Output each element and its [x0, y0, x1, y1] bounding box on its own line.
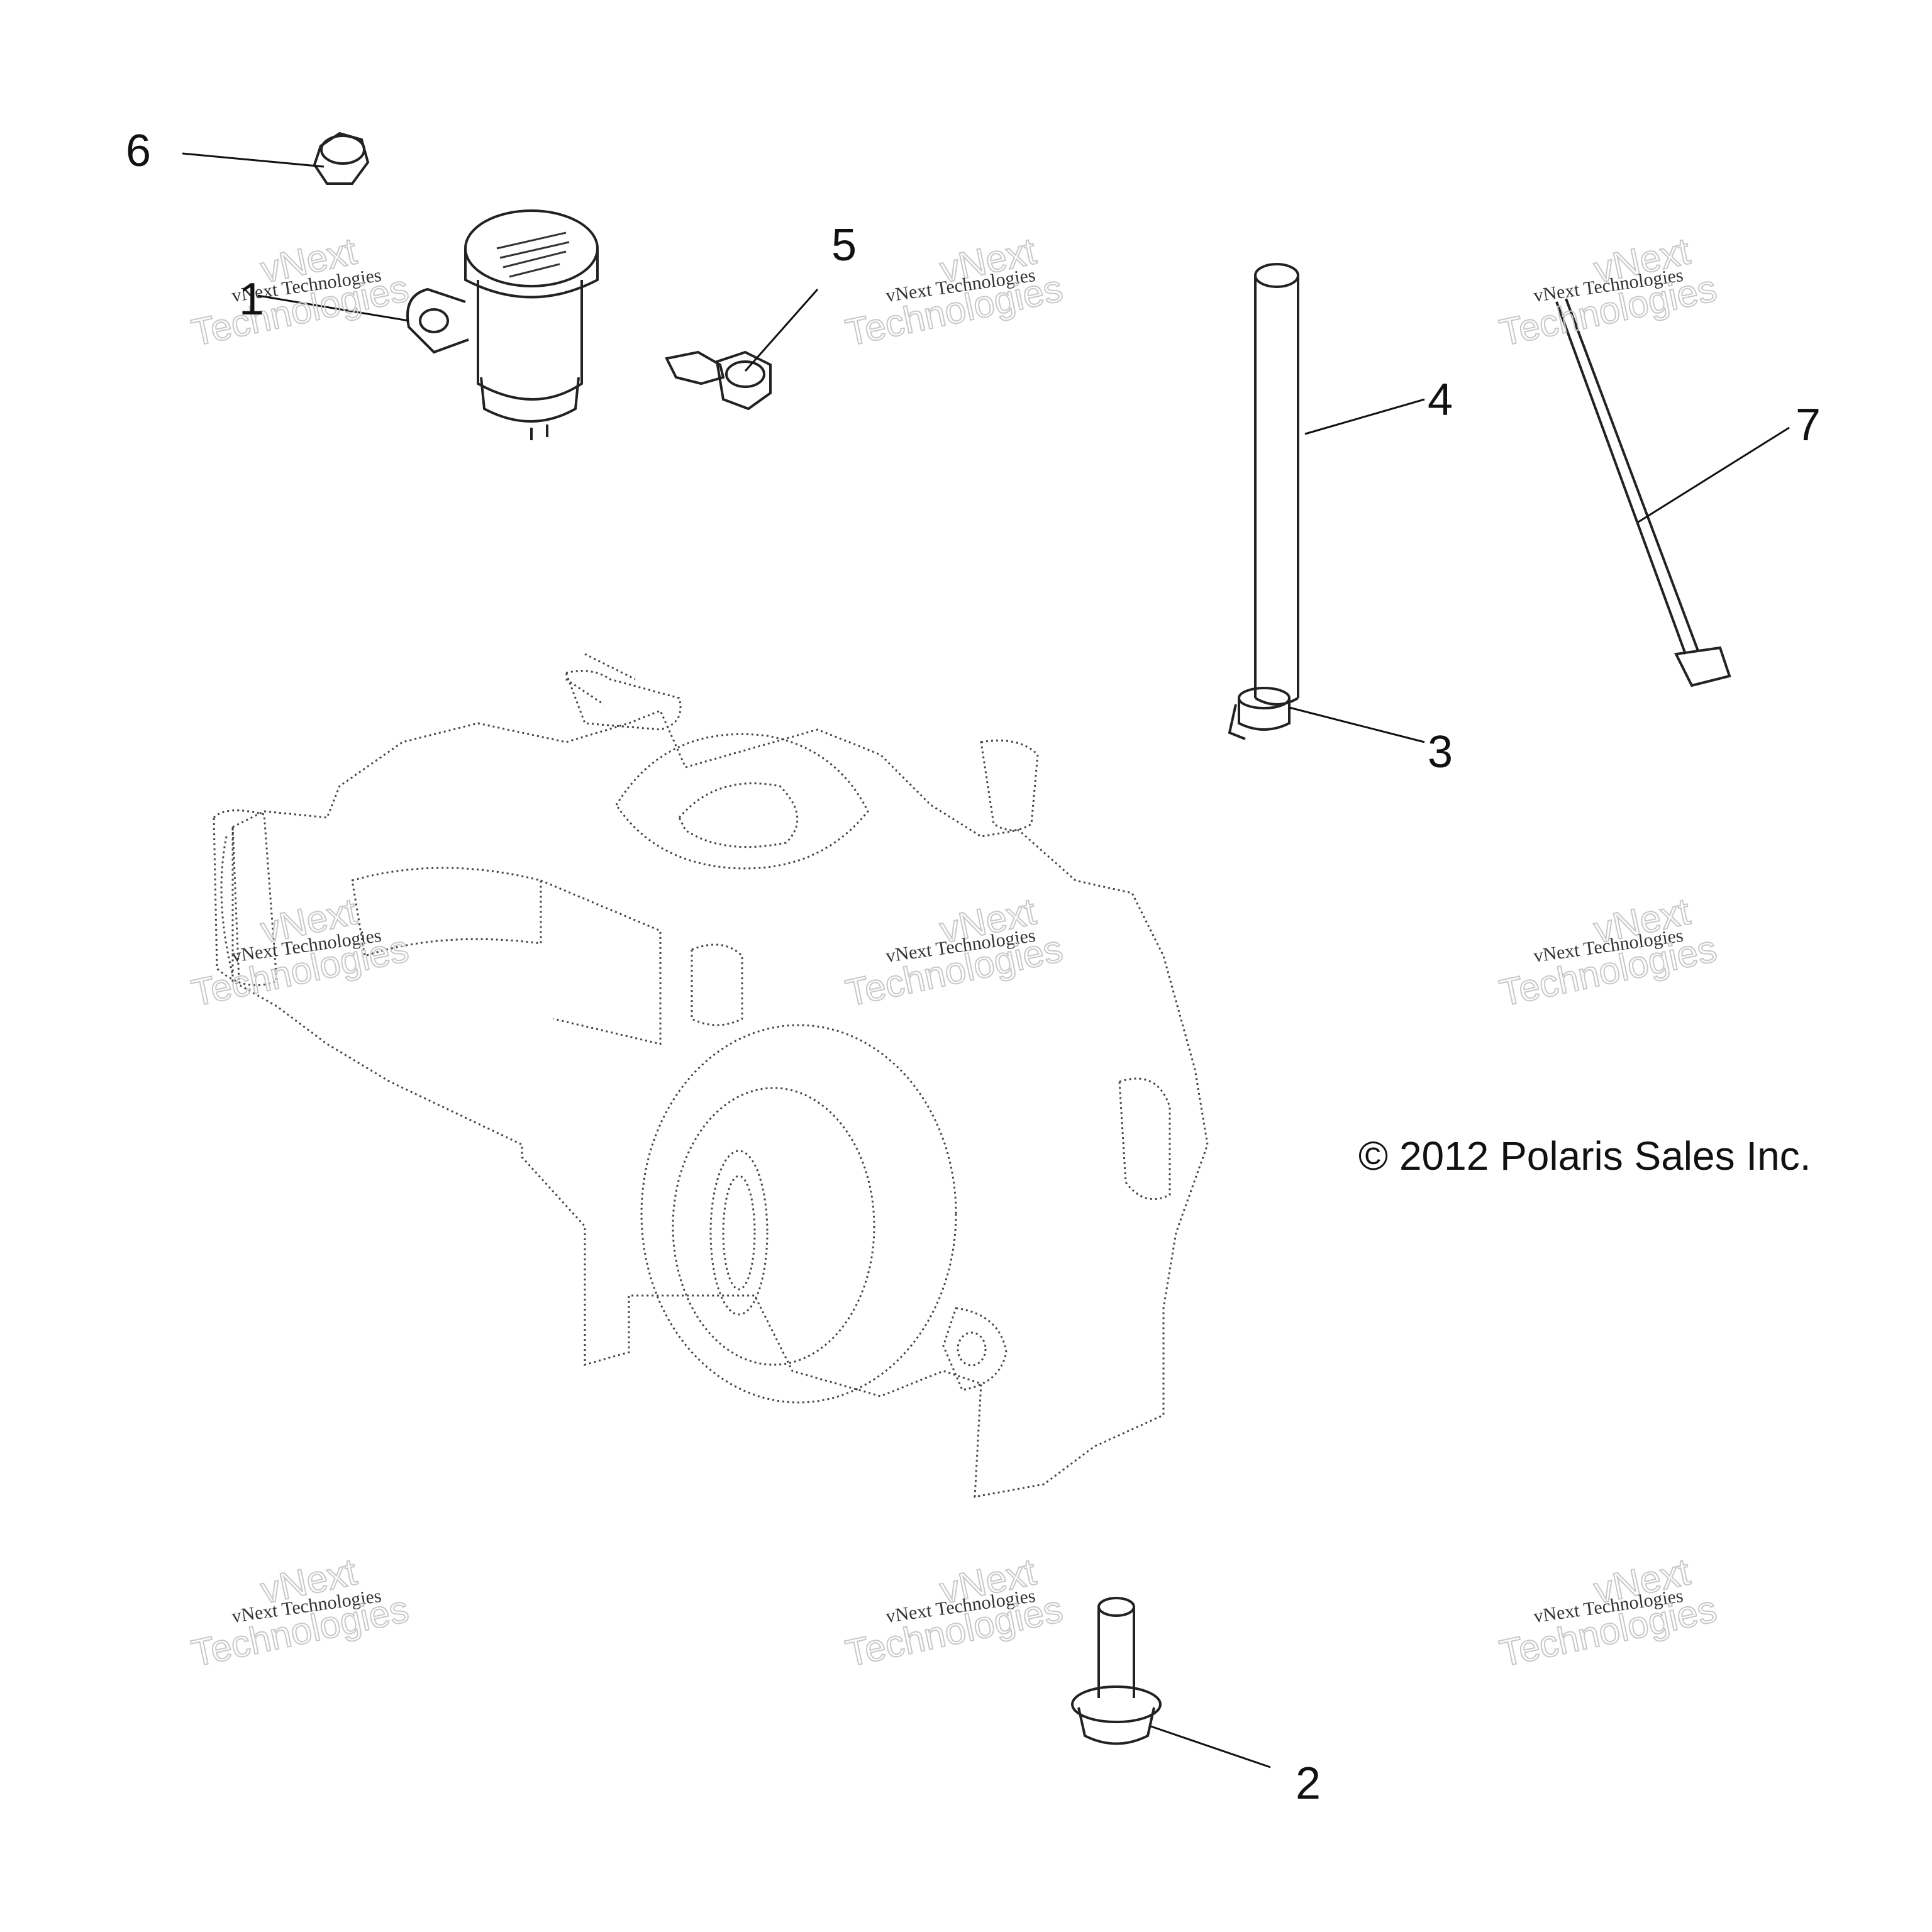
watermark-tl: vNext vNext Technologies Technologies: [187, 229, 413, 354]
part-7-dipstick: [1555, 298, 1790, 687]
callout-1: 1: [239, 274, 264, 325]
watermark-bl: vNext vNext Technologies Technologies: [187, 1550, 413, 1675]
copyright-notice: © 2012 Polaris Sales Inc.: [1358, 1133, 1811, 1179]
part-4-hose: [1254, 263, 1425, 706]
watermark-mr: vNext vNext Technologies Technologies: [1496, 889, 1721, 1014]
part-6-hex-nut: [182, 131, 370, 185]
watermark-bc: vNext vNext Technologies Technologies: [841, 1550, 1067, 1675]
callout-7: 7: [1796, 400, 1821, 450]
watermark-mc: vNext vNext Technologies Technologies: [841, 889, 1067, 1014]
part-5-bolt: [665, 289, 819, 411]
watermark-br: vNext vNext Technologies Technologies: [1496, 1550, 1721, 1675]
watermark-tr: vNext vNext Technologies Technologies: [1496, 229, 1721, 354]
watermark-grid: vNext vNext Technologies Technologies vN…: [187, 229, 1721, 1675]
callout-2: 2: [1296, 1758, 1321, 1809]
part-3-clamp: [1228, 687, 1425, 743]
part-1-reservoir: [257, 209, 599, 440]
callout-3: 3: [1428, 727, 1453, 777]
callout-6: 6: [126, 126, 151, 176]
part-2-flange-bolt: [1071, 1597, 1271, 1768]
watermark-tc: vNext vNext Technologies Technologies: [841, 229, 1067, 354]
callout-4: 4: [1428, 375, 1453, 425]
watermark-ml: vNext vNext Technologies Technologies: [187, 889, 413, 1014]
callout-5: 5: [831, 220, 857, 270]
gearcase-housing: [213, 653, 1209, 1498]
